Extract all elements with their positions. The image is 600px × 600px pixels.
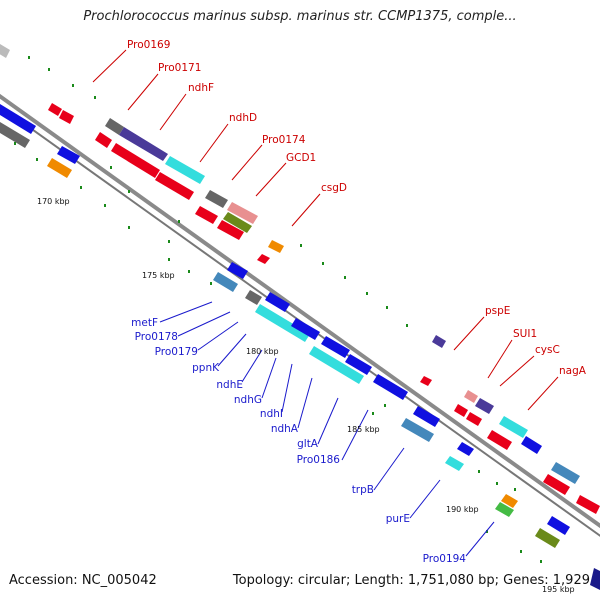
gene-label-bottom[interactable]: Pro0186 [297,454,341,466]
gene-feature[interactable] [213,272,238,292]
gene-feature[interactable] [205,190,228,208]
gene-feature[interactable] [57,146,80,164]
gene-feature[interactable] [535,528,560,548]
gene-feature[interactable] [255,304,310,342]
scale-label: 195 kbp [542,585,575,594]
gene-feature[interactable] [227,262,248,279]
gene-feature[interactable] [373,374,408,400]
gene-feature[interactable] [466,412,482,426]
gene-feature[interactable] [543,474,570,495]
gene-feature[interactable] [95,132,112,148]
gene-feature[interactable] [495,502,514,517]
gene-label-bottom[interactable]: gltA [297,438,319,450]
gene-feature[interactable] [590,568,600,590]
gene-label-bottom[interactable]: ndhE [216,379,243,391]
gene-feature[interactable] [155,172,194,200]
gene-label-bottom[interactable]: Pro0178 [135,331,178,343]
gene-label-top[interactable]: ndhF [188,82,214,94]
bottom-label-connectors [159,301,495,557]
tick-marks [14,56,542,563]
gene-feature[interactable] [475,398,494,414]
gene-feature[interactable] [165,156,205,184]
gene-feature[interactable] [223,212,252,233]
gene-feature[interactable] [487,430,512,450]
gene-feature[interactable] [48,103,62,116]
gene-feature[interactable] [420,376,432,386]
gene-feature[interactable] [432,335,446,348]
gene-feature[interactable] [291,318,320,340]
gene-feature[interactable] [321,336,350,358]
scale-label: 180 kbp [246,347,279,356]
scale-label: 170 kbp [37,197,70,206]
gene-feature[interactable] [245,290,262,305]
gene-feature[interactable] [401,418,434,442]
reverse-genes [0,104,600,590]
gene-feature[interactable] [499,416,528,438]
gene-feature[interactable] [257,254,270,264]
bottom-gene-labels: metF Pro0178 Pro0179 ppnK ndhE ndhG ndhI… [131,317,466,565]
gene-label-bottom[interactable]: ppnK [192,362,220,374]
gene-feature[interactable] [119,127,168,161]
gene-label-top[interactable]: pspE [485,305,510,317]
gene-feature[interactable] [59,110,74,124]
topology-label: Topology: circular; Length: 1,751,080 bp… [232,573,590,588]
gene-feature[interactable] [265,292,290,312]
genome-title: Prochlorococcus marinus subsp. marinus s… [83,9,517,24]
gene-label-top[interactable]: ndhD [229,112,257,124]
top-label-connectors [92,49,559,411]
backbone-outer [0,93,600,529]
gene-label-top[interactable]: Pro0169 [127,39,170,51]
scale-labels: 170 kbp 175 kbp 180 kbp 185 kbp 190 kbp … [37,197,575,594]
scale-label: 185 kbp [347,425,380,434]
gene-label-bottom[interactable]: ndhI [260,408,283,420]
gene-feature[interactable] [551,462,580,484]
gene-label-bottom[interactable]: Pro0179 [155,346,198,358]
accession-label: Accession: NC_005042 [9,573,157,588]
gene-label-bottom[interactable]: trpB [352,484,374,496]
gene-feature[interactable] [217,220,244,240]
gene-label-top[interactable]: nagA [559,365,587,377]
gene-feature[interactable] [345,354,372,375]
gene-feature[interactable] [454,404,468,417]
gene-feature[interactable] [0,104,36,134]
gene-feature[interactable] [105,118,124,135]
gene-feature[interactable] [47,158,72,178]
gene-label-bottom[interactable]: ndhA [271,423,299,435]
gene-feature[interactable] [268,240,284,253]
gene-label-top[interactable]: csgD [321,182,347,194]
gene-label-bottom[interactable]: metF [131,317,158,329]
gene-feature[interactable] [309,346,364,384]
gene-label-top[interactable]: Pro0174 [262,134,306,146]
scale-label: 175 kbp [142,271,175,280]
gene-label-top[interactable]: Pro0171 [158,62,201,74]
gene-label-bottom[interactable]: ndhG [234,394,262,406]
gene-label-top[interactable]: GCD1 [286,152,316,164]
gene-label-top[interactable]: SUI1 [513,328,537,340]
top-gene-labels: Pro0169 Pro0171 ndhF ndhD Pro0174 GCD1 c… [127,39,587,377]
gene-feature[interactable] [501,494,518,508]
gene-feature[interactable] [457,442,474,456]
gene-feature[interactable] [227,202,258,224]
gene-feature[interactable] [413,406,440,427]
gene-feature[interactable] [111,143,160,178]
gene-feature[interactable] [464,390,478,403]
gene-label-bottom[interactable]: Pro0194 [423,553,467,565]
gene-feature[interactable] [0,44,10,58]
gene-label-bottom[interactable]: purE [386,513,410,525]
gene-feature[interactable] [195,206,218,224]
gene-feature[interactable] [0,122,30,148]
scale-label: 190 kbp [446,505,479,514]
gene-feature[interactable] [521,436,542,454]
forward-genes [0,44,600,514]
gene-feature[interactable] [547,516,570,535]
gene-feature[interactable] [445,456,464,471]
gene-label-top[interactable]: cysC [535,344,560,356]
gene-feature[interactable] [576,495,600,514]
